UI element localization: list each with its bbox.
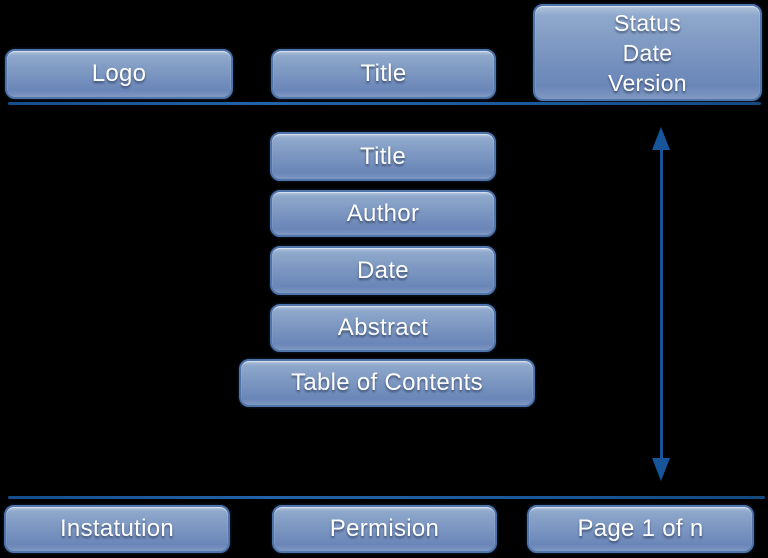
arrow-down-icon (652, 458, 670, 481)
logo-label: Logo (91, 60, 147, 87)
permission-label: Permision (329, 515, 440, 542)
institution-label: Instatution (59, 515, 175, 542)
header-title-box: Title (271, 49, 496, 99)
arrow-up-icon (652, 127, 670, 150)
table-of-contents-box: Table of Contents (239, 359, 535, 407)
footer-separator-line (8, 496, 765, 499)
date-line: Date (622, 39, 673, 66)
version-line: Version (608, 69, 687, 96)
body-author-label: Author (346, 199, 420, 227)
page-number-box: Page 1 of n (527, 505, 754, 553)
permission-box: Permision (272, 505, 497, 553)
table-of-contents-label: Table of Contents (291, 369, 483, 396)
body-abstract-box: Abstract (270, 304, 496, 352)
body-date-box: Date (270, 246, 496, 295)
body-title-label: Title (360, 142, 406, 170)
body-title-box: Title (270, 132, 496, 181)
body-abstract-label: Abstract (337, 314, 429, 341)
status-date-version-box: Status Date Version (533, 4, 762, 101)
status-line: Status (613, 9, 681, 36)
page-number-label: Page 1 of n (577, 515, 704, 542)
header-separator-line (8, 102, 761, 105)
body-date-label: Date (357, 256, 409, 284)
header-title-label: Title (360, 60, 407, 87)
institution-box: Instatution (4, 505, 230, 553)
logo-box: Logo (5, 49, 233, 99)
body-author-box: Author (270, 190, 496, 237)
vertical-double-arrow (660, 146, 663, 462)
